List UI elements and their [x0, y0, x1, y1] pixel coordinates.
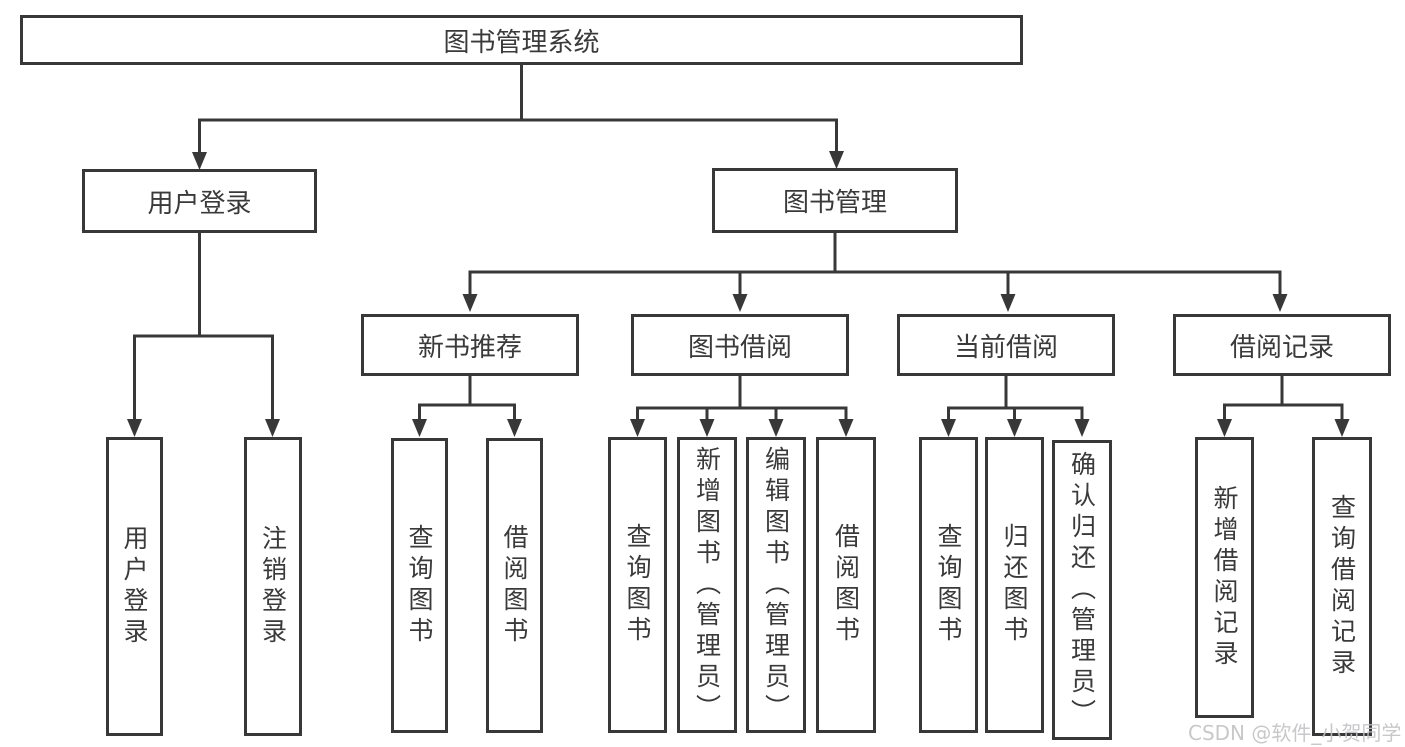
csdn-watermark: CSDN @软件_小贺同学 [1188, 721, 1402, 745]
node-new-book-recommend: 新书推荐 [361, 314, 579, 376]
node-book-borrow: 图书借阅 [631, 314, 849, 376]
node-current-borrow: 当前借阅 [897, 314, 1115, 376]
leaf-user-login: 用户登录 [106, 437, 163, 736]
arrowhead-icon [462, 294, 478, 312]
arrowhead-icon [732, 294, 748, 312]
arrowhead-icon [1007, 419, 1022, 437]
arrowhead-icon [1217, 419, 1232, 437]
arrowhead-icon [1000, 294, 1016, 312]
leaf-borrow-books-recommend: 借阅图书 [486, 438, 543, 733]
node-borrow-records: 借阅记录 [1173, 314, 1391, 376]
arrowhead-icon [192, 152, 207, 170]
leaf-logout: 注销登录 [244, 437, 302, 736]
arrowhead-icon [127, 419, 142, 437]
arrowhead-icon [838, 419, 854, 437]
leaf-query-books-current: 查询图书 [919, 437, 978, 733]
arrowhead-icon [265, 419, 280, 437]
arrowhead-icon [1334, 419, 1350, 437]
leaf-query-books-recommend: 查询图书 [391, 438, 448, 733]
arrowhead-icon [1272, 294, 1288, 312]
leaf-edit-books-admin: 编辑图书（管理员） [746, 437, 806, 733]
node-system-root: 图书管理系统 [20, 15, 1023, 65]
leaf-add-borrow-record: 新增借阅记录 [1195, 437, 1254, 718]
arrowhead-icon [1074, 419, 1090, 437]
arrowhead-icon [507, 419, 522, 437]
leaf-confirm-return-admin: 确认归还（管理员） [1052, 440, 1112, 740]
leaf-return-books: 归还图书 [985, 437, 1044, 733]
node-book-management: 图书管理 [712, 168, 958, 233]
arrowhead-icon [768, 419, 784, 437]
leaf-add-books-admin: 新增图书（管理员） [677, 437, 737, 733]
arrowhead-icon [699, 419, 715, 437]
leaf-query-borrow-record: 查询借阅记录 [1312, 437, 1372, 736]
arrowhead-icon [829, 151, 844, 169]
arrowhead-icon [941, 419, 956, 437]
leaf-borrow-books: 借阅图书 [816, 437, 876, 733]
arrowhead-icon [630, 419, 645, 437]
arrowhead-icon [412, 419, 427, 437]
leaf-query-books-borrow: 查询图书 [608, 437, 667, 733]
node-user-login: 用户登录 [82, 169, 317, 233]
